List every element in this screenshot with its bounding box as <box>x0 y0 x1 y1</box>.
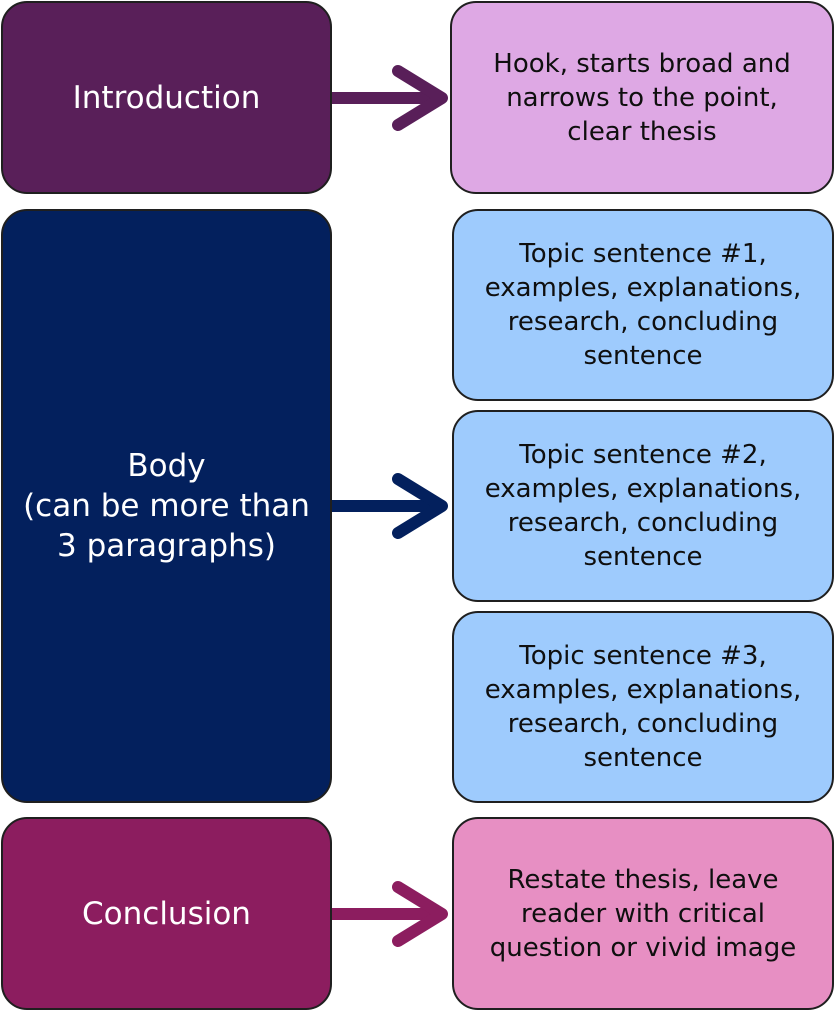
body-paragraph-2-box: Topic sentence #2, examples, explanation… <box>452 410 834 602</box>
body-box: Body (can be more than 3 paragraphs) <box>1 209 332 803</box>
conclusion-box: Conclusion <box>1 817 332 1010</box>
introduction-description: Hook, starts broad and narrows to the po… <box>493 48 791 147</box>
introduction-label: Introduction <box>72 79 261 116</box>
body-paragraph-3-text: Topic sentence #3, examples, explanation… <box>484 641 802 773</box>
body-arrow-icon <box>332 473 448 539</box>
introduction-box: Introduction <box>1 1 332 194</box>
conclusion-arrow-icon <box>332 881 448 947</box>
body-paragraph-1-box: Topic sentence #1, examples, explanation… <box>452 209 834 401</box>
body-label: Body (can be more than 3 paragraphs) <box>23 448 310 564</box>
conclusion-label: Conclusion <box>82 895 251 932</box>
introduction-description-box: Hook, starts broad and narrows to the po… <box>450 1 834 194</box>
body-paragraph-2-text: Topic sentence #2, examples, explanation… <box>484 440 802 572</box>
conclusion-description-box: Restate thesis, leave reader with critic… <box>452 817 834 1010</box>
introduction-arrow-icon <box>332 65 448 131</box>
body-paragraph-1-text: Topic sentence #1, examples, explanation… <box>484 239 802 371</box>
body-paragraph-3-box: Topic sentence #3, examples, explanation… <box>452 611 834 803</box>
conclusion-description: Restate thesis, leave reader with critic… <box>489 864 797 963</box>
